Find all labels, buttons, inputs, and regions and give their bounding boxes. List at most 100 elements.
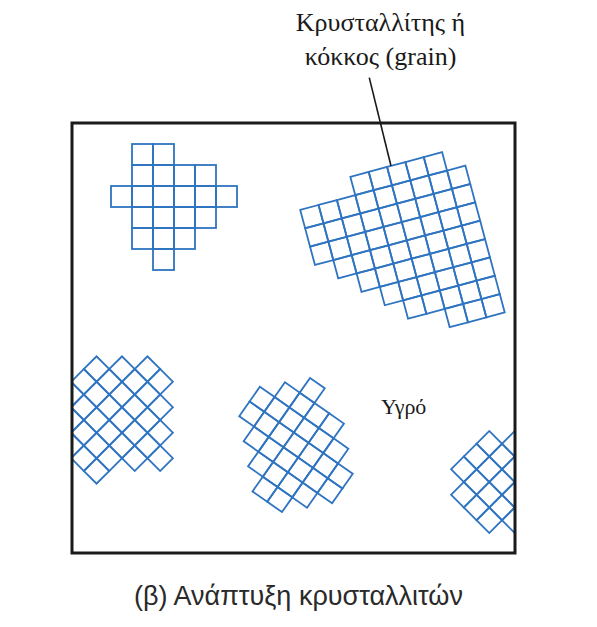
lattice-cell	[303, 468, 328, 493]
lattice-cell	[294, 418, 319, 443]
lattice-cell	[111, 186, 132, 207]
lattice-cell	[97, 445, 122, 470]
lattice-cell	[73, 395, 97, 420]
crystal-grain	[111, 144, 237, 270]
lattice-cell	[109, 356, 134, 381]
lattice-cell	[300, 378, 325, 403]
lattice-cell	[477, 507, 502, 532]
lattice-cell	[122, 420, 147, 445]
lattice-cell	[122, 395, 147, 420]
lattice-cell	[132, 186, 153, 207]
crystal-grain	[73, 331, 211, 509]
lattice-cell	[239, 401, 264, 426]
lattice-cell	[244, 427, 269, 452]
lattice-cell	[84, 458, 109, 483]
lattice-cell	[216, 186, 237, 207]
lattice-cell	[489, 469, 514, 494]
lattice-cell	[97, 420, 122, 445]
lattice-cell	[292, 483, 317, 508]
lattice-cell	[109, 382, 134, 407]
lattice-cell	[248, 452, 273, 477]
lattice-cell	[250, 387, 275, 412]
lattice-cell	[288, 458, 313, 483]
lattice-cell	[289, 393, 314, 418]
lattice-cell	[319, 413, 344, 438]
lattice-cell	[174, 228, 195, 249]
lattice-cell	[451, 482, 476, 507]
lattice-cell	[502, 507, 514, 532]
lattice-cell	[73, 445, 97, 470]
lattice-cell	[153, 144, 174, 165]
lattice-cell	[153, 186, 174, 207]
lattice-cell	[481, 294, 504, 317]
lattice-cell	[254, 412, 279, 437]
lattice-cell	[109, 433, 134, 458]
lattice-cell	[489, 495, 514, 520]
lattice-cell	[135, 382, 160, 407]
lattice-cell	[278, 472, 303, 497]
lattice-cell	[328, 463, 353, 488]
lattice-cell	[174, 207, 195, 228]
lattice-cell	[84, 382, 109, 407]
lattice-cell	[502, 457, 514, 482]
lattice-cell	[502, 431, 514, 456]
lattice-cell	[275, 382, 300, 407]
grain-label: Κρυσταλλίτης ή κόκκος (grain)	[278, 6, 483, 74]
leader-line	[369, 78, 391, 166]
lattice-cell	[147, 395, 172, 420]
lattice-cell	[147, 420, 172, 445]
figure-caption: (β) Ανάπτυξη κρυσταλλιτών	[0, 580, 597, 612]
lattice-cell	[464, 469, 489, 494]
lattice-cell	[122, 445, 147, 470]
lattice-cell	[195, 165, 216, 186]
lattice-cell	[323, 438, 348, 463]
lattice-cell	[174, 186, 195, 207]
lattice-cell	[132, 165, 153, 186]
container-outline	[72, 123, 515, 553]
lattice-cell	[451, 457, 476, 482]
lattice-cell	[97, 369, 122, 394]
lattice-cell	[73, 420, 97, 445]
lattice-cell	[135, 407, 160, 432]
lattice-cell	[309, 428, 334, 453]
crystal-grain	[208, 357, 383, 532]
lattice-cell	[464, 495, 489, 520]
lattice-cell	[153, 228, 174, 249]
lattice-cell	[279, 407, 304, 432]
lattice-cell	[258, 437, 283, 462]
liquid-label: Υγρό	[378, 394, 429, 420]
crystal-grains	[73, 144, 514, 546]
lattice-cell	[313, 453, 338, 478]
lattice-cell	[122, 369, 147, 394]
lattice-cell	[109, 407, 134, 432]
lattice-cell	[147, 369, 172, 394]
lattice-cell	[489, 444, 514, 469]
lattice-cell	[153, 249, 174, 270]
lattice-cell	[477, 482, 502, 507]
lattice-cell	[195, 186, 216, 207]
lattice-cell	[84, 356, 109, 381]
lattice-cell	[84, 433, 109, 458]
lattice-cell	[147, 445, 172, 470]
lattice-cell	[97, 395, 122, 420]
lattice-cell	[153, 165, 174, 186]
lattice-cell	[267, 487, 292, 512]
lattice-cell	[502, 482, 514, 507]
lattice-cell	[477, 431, 502, 456]
lattice-cell	[273, 447, 298, 472]
lattice-cell	[264, 397, 289, 422]
lattice-cell	[477, 457, 502, 482]
lattice-cell	[263, 462, 288, 487]
lattice-cell	[317, 478, 342, 503]
lattice-cell	[132, 144, 153, 165]
lattice-cell	[283, 432, 308, 457]
lattice-cell	[135, 433, 160, 458]
lattice-cell	[73, 369, 97, 394]
lattice-cell	[153, 207, 174, 228]
lattice-cell	[269, 422, 294, 447]
lattice-cell	[304, 403, 329, 428]
lattice-cell	[195, 207, 216, 228]
lattice-cell	[298, 443, 323, 468]
